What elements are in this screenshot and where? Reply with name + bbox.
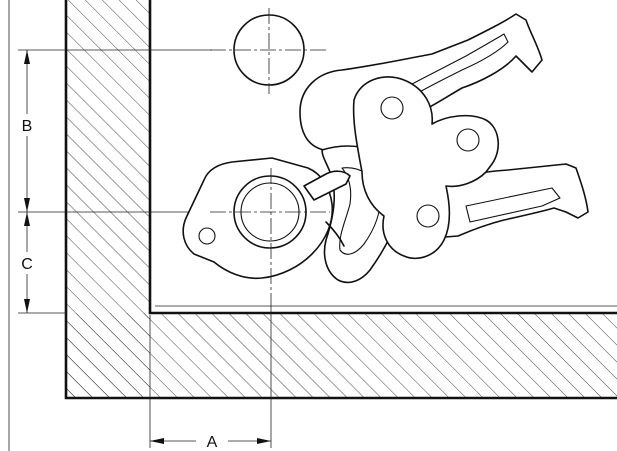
hatched-wall-bottom <box>66 313 617 398</box>
center-lines <box>210 8 330 300</box>
extension-lines <box>18 49 272 448</box>
press-jaw-tool <box>182 13 589 284</box>
dimension-line-horizontal <box>150 438 271 444</box>
dimension-label-b: B <box>22 118 33 135</box>
wall-outline <box>64 0 617 400</box>
dimension-label-a: A <box>207 434 218 451</box>
dimension-label-c: C <box>21 256 33 273</box>
